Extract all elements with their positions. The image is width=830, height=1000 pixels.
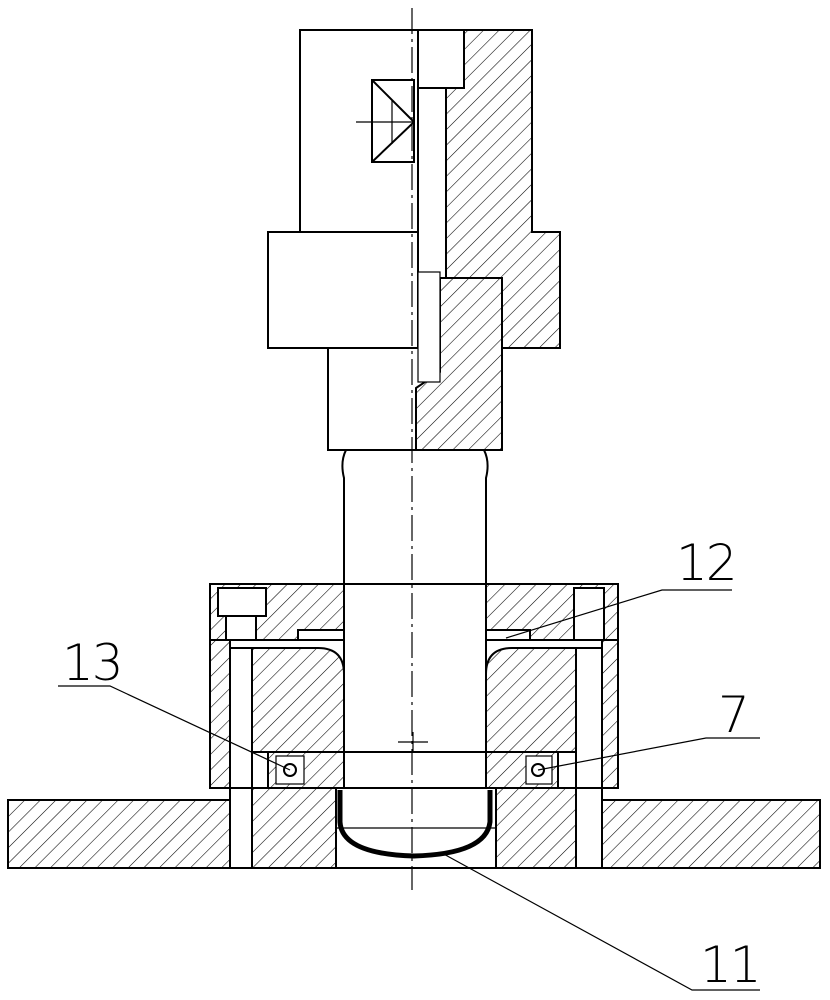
top-housing-hatched xyxy=(445,29,561,349)
insert-block-left xyxy=(251,647,345,753)
shaft xyxy=(336,449,496,829)
housing-wall-right xyxy=(601,639,619,789)
ref-label-11: 11 xyxy=(700,936,760,994)
base-bolt-hole-right xyxy=(575,787,603,869)
thread-gap xyxy=(417,271,441,383)
o-ring-left xyxy=(283,763,297,777)
cover-counterbore-left xyxy=(217,587,267,617)
top-keyway xyxy=(417,29,465,89)
lower-housing xyxy=(209,583,619,789)
ref-label-12: 12 xyxy=(676,534,736,592)
collar-left xyxy=(267,231,419,349)
set-screw-symbol xyxy=(356,79,415,163)
base-plate-left xyxy=(7,799,231,869)
o-ring-right xyxy=(531,763,545,777)
leader-12 xyxy=(505,589,732,639)
base-plate-right xyxy=(601,799,821,869)
leader-7 xyxy=(537,737,760,771)
cup-part xyxy=(337,790,493,859)
housing-bolt-hole-left xyxy=(229,647,253,789)
cover-groove-right xyxy=(485,629,531,641)
base-plate-inner-right xyxy=(495,787,577,869)
upper-assembly xyxy=(267,29,561,451)
base-bolt-hole-left xyxy=(229,787,253,869)
shaft-body xyxy=(341,449,489,788)
base-plate-inner-left xyxy=(251,787,337,869)
cover-bolt-hole-left xyxy=(225,615,257,641)
ref-label-7: 7 xyxy=(718,686,748,744)
ref-label-13: 13 xyxy=(62,634,122,692)
housing-bolt-hole-right xyxy=(575,647,603,789)
cover-groove-left xyxy=(297,629,345,641)
leader-13 xyxy=(58,685,291,771)
leader-lines xyxy=(58,589,760,991)
insert-block-right xyxy=(485,647,577,753)
top-block-left xyxy=(299,29,419,233)
housing-wall-left xyxy=(209,639,231,789)
leader-11 xyxy=(439,851,760,991)
cover-bolt-hole-right xyxy=(573,587,605,641)
